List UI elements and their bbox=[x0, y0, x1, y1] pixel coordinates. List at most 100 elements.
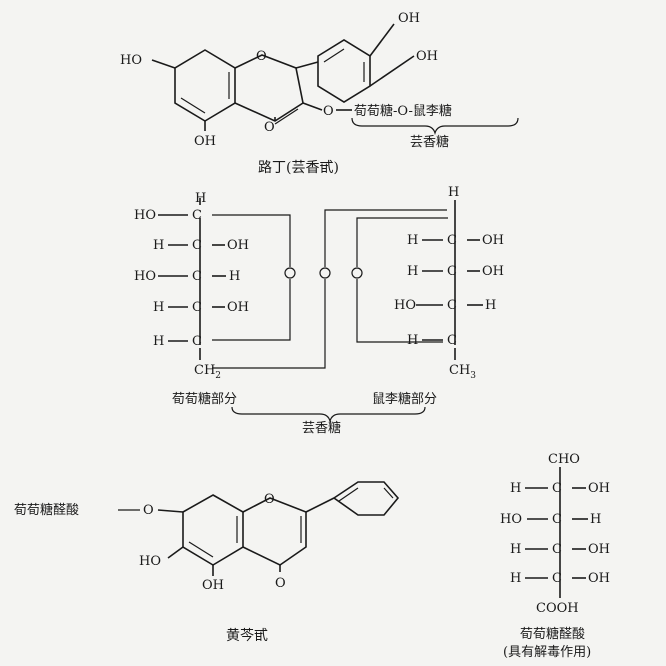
glucose-row2-left-label: H bbox=[153, 238, 164, 253]
rutin-ho-left: HO bbox=[120, 53, 142, 68]
rutin-ring-b-double bbox=[323, 48, 345, 63]
glucuronic-row3-c: C bbox=[552, 542, 562, 557]
baicalin-structure: 荀荀糖醛酸 O HO OH O O 黄芩甙 bbox=[14, 481, 400, 644]
rutin-bond-oh-right bbox=[369, 55, 415, 87]
baicalin-o-keto: O bbox=[275, 576, 286, 591]
glucuronic-row1-right-label: OH bbox=[588, 481, 610, 496]
glucuronic-row4-c: C bbox=[552, 571, 562, 586]
baicalin-ring-b bbox=[332, 481, 400, 516]
glucuronic-top: CHO bbox=[548, 452, 580, 467]
glucuronic-row2-right-label: H bbox=[590, 512, 601, 527]
glucuronic-row1-left-label: H bbox=[510, 481, 521, 496]
glucuronic-caption-line1: 荀荀糖醛酸 bbox=[520, 626, 585, 642]
glucose-row4-c: C bbox=[192, 300, 202, 315]
glucose-row1-left-label: HO bbox=[134, 208, 156, 223]
rhamnose-row2-right-label: OH bbox=[482, 264, 504, 279]
baicalin-ring-c bbox=[242, 497, 307, 566]
glucose-row4-left-label: H bbox=[153, 300, 164, 315]
glucuronic-structure: CHO H C OH HO C H H C OH H C OH COOH 荀荀糖… bbox=[500, 452, 610, 660]
link-rhamnose-top bbox=[356, 217, 448, 267]
baicalin-bond-ho bbox=[167, 546, 184, 559]
rutin-sugar-chain: 荀荀糖-O-鼠李糖 bbox=[354, 103, 452, 119]
oxygen-2 bbox=[319, 267, 331, 279]
baicalin-o-ring: O bbox=[264, 492, 275, 507]
rutin-caption: 路丁(芸香甙) bbox=[258, 160, 339, 176]
rhamnose-row3-left-label: HO bbox=[394, 298, 416, 313]
link-oxygen-middle-bottom bbox=[212, 279, 326, 369]
baicalin-bond-bc bbox=[305, 497, 335, 513]
rhamnose-top-h: H bbox=[448, 185, 459, 200]
rutin-bond-ho bbox=[151, 59, 176, 69]
rutin-oh-bottom: OH bbox=[194, 134, 216, 149]
label-rhamnose-part: 鼠李糖部分 bbox=[372, 391, 437, 407]
baicalin-ho-left: HO bbox=[139, 554, 161, 569]
glucose-top-h-label: H bbox=[195, 191, 206, 206]
baicalin-ring-b-double-2 bbox=[383, 487, 394, 499]
glucuronic-row2-left-label: HO bbox=[500, 512, 522, 527]
rhamnose-row2-c: C bbox=[447, 264, 457, 279]
baicalin-ring-a bbox=[182, 494, 244, 566]
rutinose-brace bbox=[231, 406, 426, 424]
baicalin-oh-bottom: OH bbox=[202, 578, 224, 593]
rutinose-brace-label: 芸香糖 bbox=[302, 420, 341, 436]
link-oxygen-middle-top bbox=[324, 209, 447, 267]
rutin-structure: OH OH HO OH O O O 荀荀糖-O-鼠李糖 芸香糖 路丁(芸香甙) bbox=[120, 11, 519, 176]
rhamnose-row3-c: C bbox=[447, 298, 457, 313]
rutin-bond-oh-top bbox=[369, 23, 395, 57]
rhamnose-row1-left-label: H bbox=[407, 233, 418, 248]
glucose-bottom: CH2 bbox=[194, 363, 221, 381]
glucuronic-row3-left-label: H bbox=[510, 542, 521, 557]
rhamnose-row4-c: C bbox=[447, 333, 457, 348]
link-glucose-bottom bbox=[212, 279, 291, 341]
glucuronic-bottom: COOH bbox=[536, 601, 579, 616]
rutin-bond-bc bbox=[295, 61, 319, 69]
glucose-row5-left-label: H bbox=[153, 334, 164, 349]
glucose-row1-c: C bbox=[192, 208, 202, 223]
oxygen-3 bbox=[351, 267, 363, 279]
rutin-ring-a bbox=[174, 49, 236, 122]
oxygen-1 bbox=[284, 267, 296, 279]
baicalin-substituent: 荀荀糖醛酸 bbox=[14, 502, 79, 518]
rutin-ring-a-double bbox=[180, 97, 206, 114]
glucuronic-row3-right-label: OH bbox=[588, 542, 610, 557]
glucose-row2-right-label: OH bbox=[227, 238, 249, 253]
glucuronic-row4-left-label: H bbox=[510, 571, 521, 586]
rhamnose-row1-right-label: OH bbox=[482, 233, 504, 248]
glucose-row5-c: C bbox=[192, 334, 202, 349]
glucuronic-caption-line2: (具有解毒作用) bbox=[503, 645, 591, 660]
rutin-o-ring: O bbox=[256, 49, 267, 64]
link-rhamnose-bottom bbox=[356, 279, 443, 343]
baicalin-caption: 黄芩甙 bbox=[226, 627, 268, 644]
rhamnose-row1-c: C bbox=[447, 233, 457, 248]
baicalin-o-link: O bbox=[143, 503, 154, 518]
glucose-row2-c: C bbox=[192, 238, 202, 253]
baicalin-bond-o-link bbox=[157, 509, 184, 513]
rhamnose-bottom: CH3 bbox=[449, 363, 476, 381]
rhamnose-row4-left-label: H bbox=[407, 333, 418, 348]
rutin-oh-top: OH bbox=[398, 11, 420, 26]
baicalin-ring-b-double bbox=[338, 487, 359, 502]
rhamnose-row3-right-label: H bbox=[485, 298, 496, 313]
glucose-row4-right-label: OH bbox=[227, 300, 249, 315]
rutin-o-keto: O bbox=[264, 120, 275, 135]
glucuronic-row1-c: C bbox=[552, 481, 562, 496]
rutin-o-link: O bbox=[323, 104, 334, 119]
rutin-brace bbox=[351, 117, 519, 136]
rutinose-structure: H HO C H C OH HO C H H C OH H C CH2 H H … bbox=[134, 185, 504, 436]
label-glucose-part: 荀荀糖部分 bbox=[172, 391, 237, 407]
rhamnose-row2-left-label: H bbox=[407, 264, 418, 279]
glucose-row3-c: C bbox=[192, 269, 202, 284]
baicalin-ring-a-double bbox=[188, 541, 214, 558]
glucuronic-row4-right-label: OH bbox=[588, 571, 610, 586]
rutin-ring-c bbox=[234, 54, 304, 122]
rutin-brace-label: 芸香糖 bbox=[410, 134, 449, 150]
glucose-row3-left-label: HO bbox=[134, 269, 156, 284]
rutin-bond-o-link bbox=[302, 102, 323, 111]
glucose-row3-right-label: H bbox=[229, 269, 240, 284]
glucuronic-row2-c: C bbox=[552, 512, 562, 527]
link-glucose-top bbox=[212, 214, 291, 267]
rutin-ring-c-double bbox=[274, 108, 299, 125]
rutin-oh-right: OH bbox=[416, 49, 438, 64]
